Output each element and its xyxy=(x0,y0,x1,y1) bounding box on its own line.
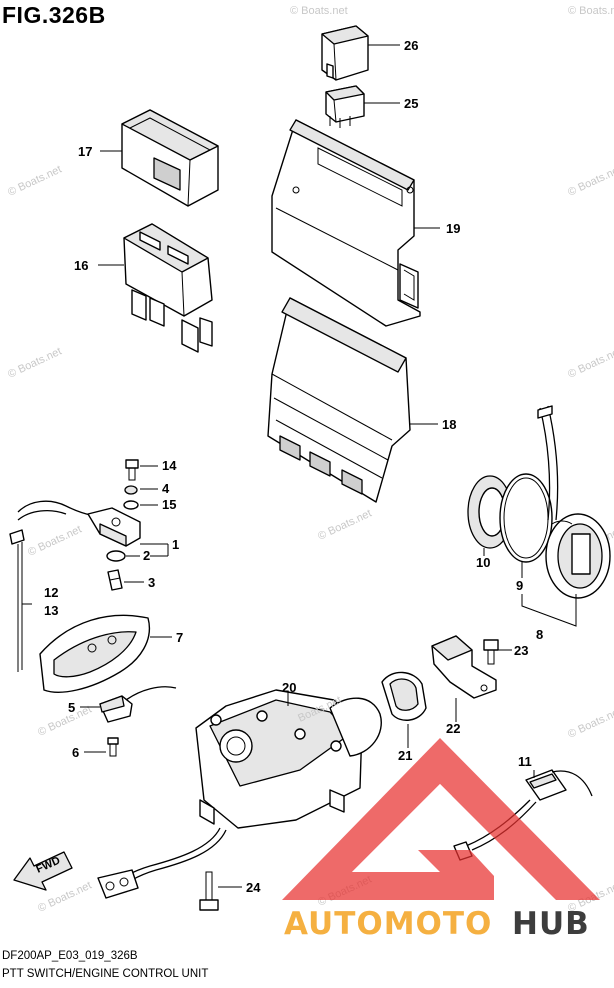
logo-text-hub: HUB xyxy=(512,906,590,942)
logo-triangle-mark xyxy=(282,738,600,900)
part-5-switch xyxy=(80,686,177,723)
diagram-caption: PTT SWITCH/ENGINE CONTROL UNIT xyxy=(2,968,209,980)
callout-13: 13 xyxy=(44,603,58,618)
callout-25: 25 xyxy=(404,96,418,111)
part-23-bolt xyxy=(483,639,512,665)
callout-10: 10 xyxy=(476,555,490,570)
watermark-text: © Boats.net xyxy=(566,345,614,380)
part-15-washer xyxy=(123,500,158,510)
callouts: 26 25 17 19 16 18 14 4 15 1 2 3 10 9 12 … xyxy=(44,38,543,895)
callout-7: 7 xyxy=(176,630,183,645)
part-2-bushing xyxy=(106,544,169,562)
callout-3: 3 xyxy=(148,575,155,590)
part-8-ptt-switch xyxy=(537,405,611,599)
part-16-relay-box xyxy=(98,223,213,353)
callout-20: 20 xyxy=(282,680,296,695)
callout-12: 12 xyxy=(44,585,58,600)
callout-11: 11 xyxy=(518,754,532,769)
callout-16: 16 xyxy=(74,258,88,273)
watermark-text: © Boats.net xyxy=(568,5,614,17)
watermark-text: © Boats.net xyxy=(36,703,93,738)
callout-18: 18 xyxy=(442,417,456,432)
callout-5: 5 xyxy=(68,700,75,715)
part-20-ptt-motor xyxy=(97,689,382,899)
watermark-text: © Boats.net xyxy=(6,345,63,380)
callout-24: 24 xyxy=(246,880,261,895)
part-1-trim-sensor xyxy=(17,500,168,547)
automotohub-logo: AUTOMOTO HUB xyxy=(282,738,600,942)
diagram-code: DF200AP_E03_019_326B xyxy=(2,950,138,962)
watermark-text: © Boats.net xyxy=(290,5,348,17)
watermark-text: © Boats.net xyxy=(36,879,93,914)
callout-21: 21 xyxy=(398,748,412,763)
callout-17: 17 xyxy=(78,144,92,159)
watermark-text: © Boats.net xyxy=(26,523,83,558)
part-6-screw xyxy=(84,737,119,757)
callout-22: 22 xyxy=(446,721,460,736)
callout-26: 26 xyxy=(404,38,418,53)
figure-title: FIG.326B xyxy=(2,2,106,28)
part-17-cover xyxy=(100,109,219,207)
part-8-bracket-line xyxy=(521,594,577,627)
logo-text-automoto: AUTOMOTO xyxy=(284,906,492,942)
fwd-arrow: FWD xyxy=(13,851,73,891)
callout-1: 1 xyxy=(172,537,179,552)
part-4-washer xyxy=(124,485,158,495)
watermark-text: © Boats.net xyxy=(566,705,614,740)
callout-6: 6 xyxy=(72,745,79,760)
callout-4: 4 xyxy=(162,481,170,496)
part-14-bolt xyxy=(125,459,158,481)
callout-14: 14 xyxy=(162,458,177,473)
watermark-text: © Boats.net xyxy=(6,163,63,198)
part-18-ecu xyxy=(267,297,438,503)
part-25-relay xyxy=(325,85,400,128)
part-22-bracket xyxy=(431,635,497,722)
part-21-grommet xyxy=(381,671,427,748)
part-26-relay xyxy=(321,25,400,81)
callout-23: 23 xyxy=(514,643,528,658)
part-7-sensor-cover xyxy=(39,614,172,693)
part-3-clip xyxy=(107,569,144,591)
callout-9: 9 xyxy=(516,578,523,593)
part-12-cable-tie xyxy=(9,529,32,672)
part-19-ecu-cover xyxy=(271,119,440,327)
callout-8: 8 xyxy=(536,627,543,642)
part-9-o-ring xyxy=(499,473,553,578)
callout-15: 15 xyxy=(162,497,176,512)
callout-2: 2 xyxy=(143,548,150,563)
callout-19: 19 xyxy=(446,221,460,236)
watermark-text: © Boats.net xyxy=(316,507,373,542)
part-24-bolt xyxy=(199,871,242,911)
watermark-text: © Boats.net xyxy=(566,163,614,198)
